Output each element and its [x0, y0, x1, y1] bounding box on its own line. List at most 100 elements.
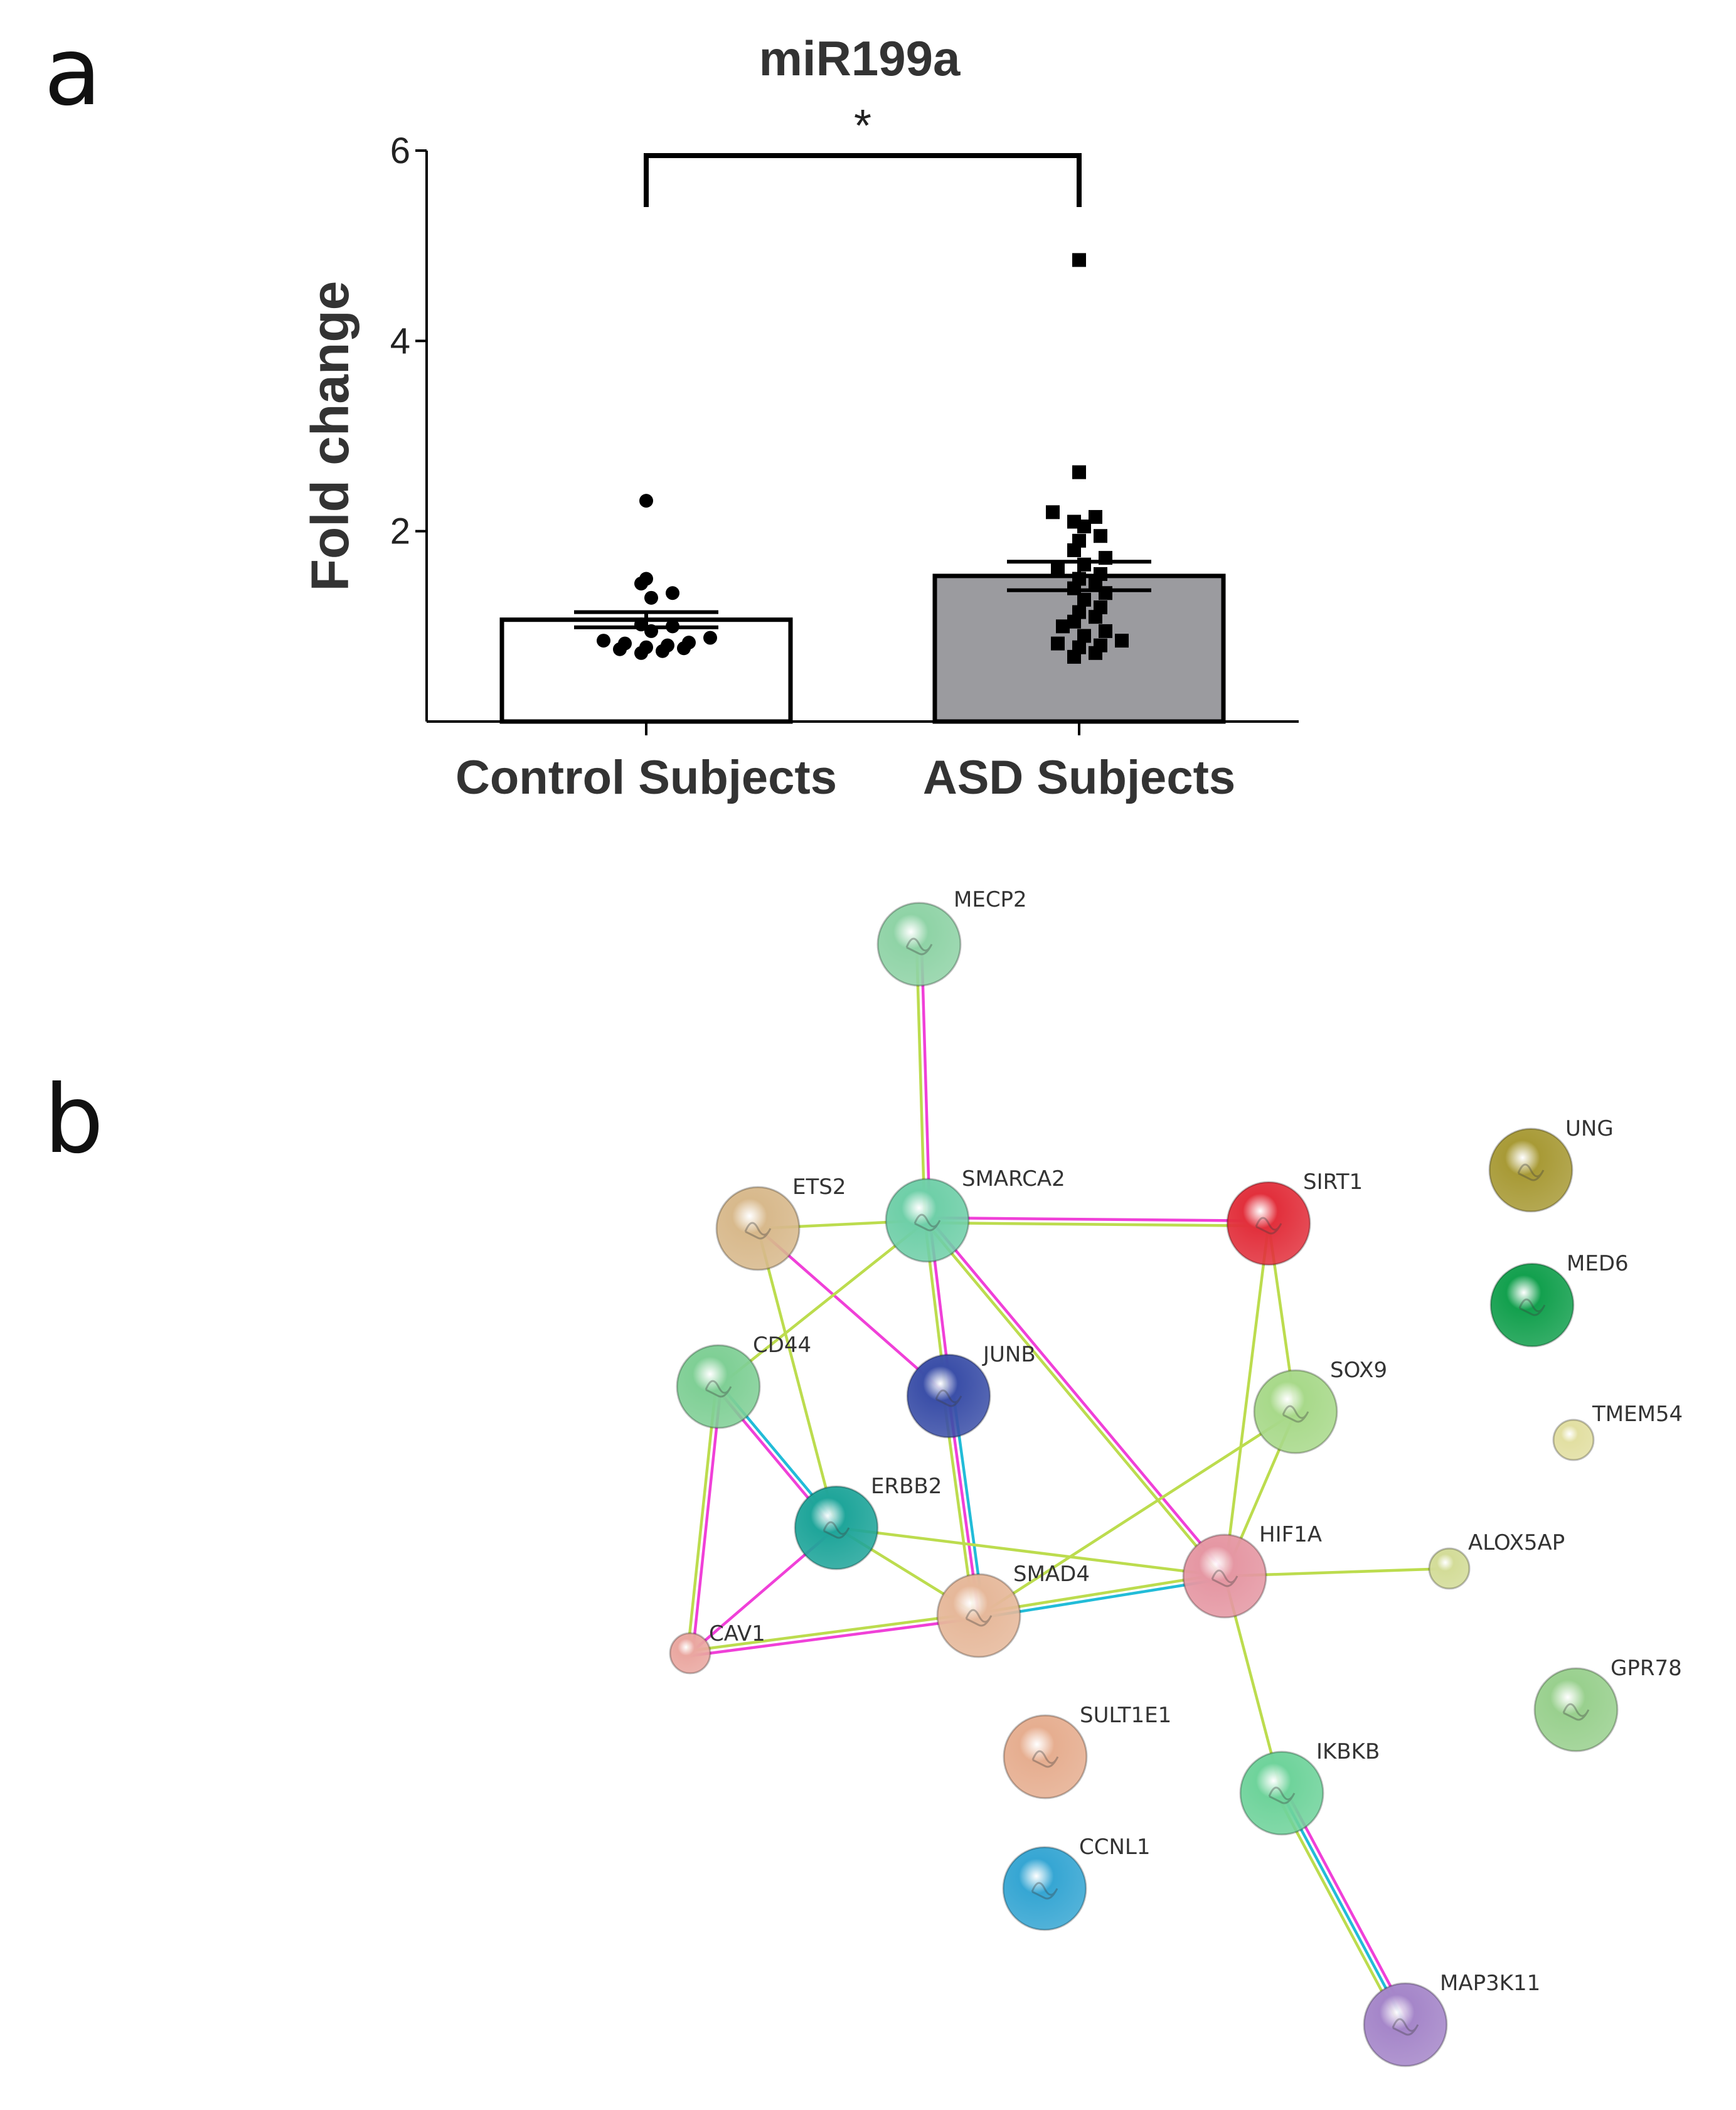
node-structure-icon: [965, 1609, 993, 1627]
data-point: [1051, 636, 1065, 651]
x-tick-label: Control Subjects: [455, 751, 837, 804]
data-point: [1077, 557, 1091, 572]
node-structure-icon: [1392, 2018, 1419, 2036]
data-point: [1099, 551, 1112, 565]
node-junb: [906, 1353, 991, 1439]
data-point: [1072, 605, 1086, 619]
node-structure-icon: [1517, 1163, 1545, 1181]
data-point: [1072, 465, 1086, 479]
network-edge: [978, 1572, 1225, 1615]
node-label: MED6: [1567, 1251, 1629, 1276]
node-smad4: [936, 1573, 1021, 1658]
data-point: [666, 586, 679, 600]
data-point: [644, 624, 658, 638]
network-edge: [928, 1217, 1228, 1575]
data-point: [1077, 592, 1091, 607]
node-structure-icon: [1282, 1405, 1309, 1423]
bar: [499, 617, 793, 724]
data-point: [618, 636, 632, 651]
data-point: [1094, 567, 1107, 581]
data-point: [666, 619, 679, 634]
node-erbb2: [794, 1485, 879, 1570]
node-label: ETS2: [792, 1175, 846, 1200]
network-edge: [924, 1221, 1224, 1579]
data-point: [1089, 509, 1102, 524]
node-label: CCNL1: [1079, 1835, 1151, 1860]
node-cd44: [676, 1344, 761, 1429]
node-alox5ap: [1428, 1547, 1471, 1590]
node-label: IKBKB: [1316, 1739, 1380, 1764]
network-edge: [686, 1386, 718, 1653]
network-edge: [717, 1219, 929, 1388]
node-label: UNG: [1565, 1116, 1614, 1141]
node-mecp2: [876, 902, 962, 987]
node-label: SMARCA2: [962, 1166, 1065, 1191]
data-point: [1072, 572, 1086, 586]
node-gpr78: [1533, 1667, 1619, 1752]
node-structure-icon: [1211, 1569, 1238, 1587]
data-point: [1077, 629, 1091, 643]
node-structure-icon: [744, 1222, 772, 1240]
network-edge: [690, 1616, 979, 1658]
data-point: [1072, 640, 1086, 654]
node-structure-icon: [823, 1521, 850, 1539]
node-structure-icon: [1518, 1298, 1546, 1316]
network-edge: [756, 1228, 838, 1528]
node-smarca2: [885, 1178, 970, 1263]
node-tmem54: [1552, 1419, 1595, 1461]
data-point: [639, 494, 653, 508]
node-sox9: [1253, 1369, 1338, 1454]
node-ets2: [715, 1186, 801, 1271]
network-edge: [1285, 1790, 1412, 2023]
data-point: [1056, 619, 1070, 634]
node-label: ALOX5AP: [1468, 1530, 1565, 1555]
node-structure-icon: [913, 1213, 941, 1232]
node-ikbkb: [1239, 1750, 1324, 1836]
node-structure-icon: [1562, 1703, 1590, 1721]
data-point: [1051, 562, 1065, 577]
data-point: [639, 572, 653, 586]
node-label: TMEM54: [1592, 1402, 1683, 1427]
node-label: SOX9: [1330, 1358, 1387, 1383]
data-point: [703, 631, 717, 645]
network-edge: [927, 1221, 1269, 1228]
node-sult1e1: [1003, 1714, 1088, 1799]
node-label: CAV1: [709, 1621, 765, 1646]
chart-title: miR199a: [759, 31, 961, 86]
data-point: [1099, 624, 1112, 638]
data-point: [1094, 600, 1107, 614]
network-edge: [915, 944, 927, 1221]
node-label: CD44: [753, 1333, 811, 1358]
network-edge: [927, 1216, 1269, 1223]
node-med6: [1489, 1262, 1575, 1348]
node-label: SULT1E1: [1080, 1703, 1171, 1728]
significance-label: *: [854, 101, 871, 151]
node-structure-icon: [1031, 1750, 1059, 1768]
node-label: HIF1A: [1259, 1522, 1322, 1547]
network-edge: [1223, 1223, 1270, 1577]
x-tick-label: ASD Subjects: [923, 751, 1235, 804]
data-point: [644, 590, 658, 605]
network-edge: [977, 1410, 1297, 1617]
network-edge: [920, 944, 932, 1220]
node-structure-icon: [1255, 1217, 1282, 1235]
node-structure-icon: [1031, 1882, 1058, 1900]
data-point: [1067, 514, 1081, 529]
node-structure-icon: [705, 1380, 732, 1398]
node-hif1a: [1182, 1533, 1267, 1619]
node-structure-icon: [935, 1389, 962, 1407]
data-point: [634, 617, 648, 632]
node-label: SIRT1: [1303, 1170, 1363, 1195]
significance-bracket: [644, 153, 1082, 207]
network-edge: [1281, 1792, 1407, 2026]
data-point: [639, 640, 653, 654]
data-point: [1094, 638, 1107, 653]
network-edge: [836, 1526, 1225, 1578]
y-axis-label: Fold change: [301, 281, 359, 592]
network-edge: [1275, 1794, 1402, 2028]
network-edge: [691, 1387, 723, 1654]
panel-label-b: b: [44, 1065, 104, 1175]
